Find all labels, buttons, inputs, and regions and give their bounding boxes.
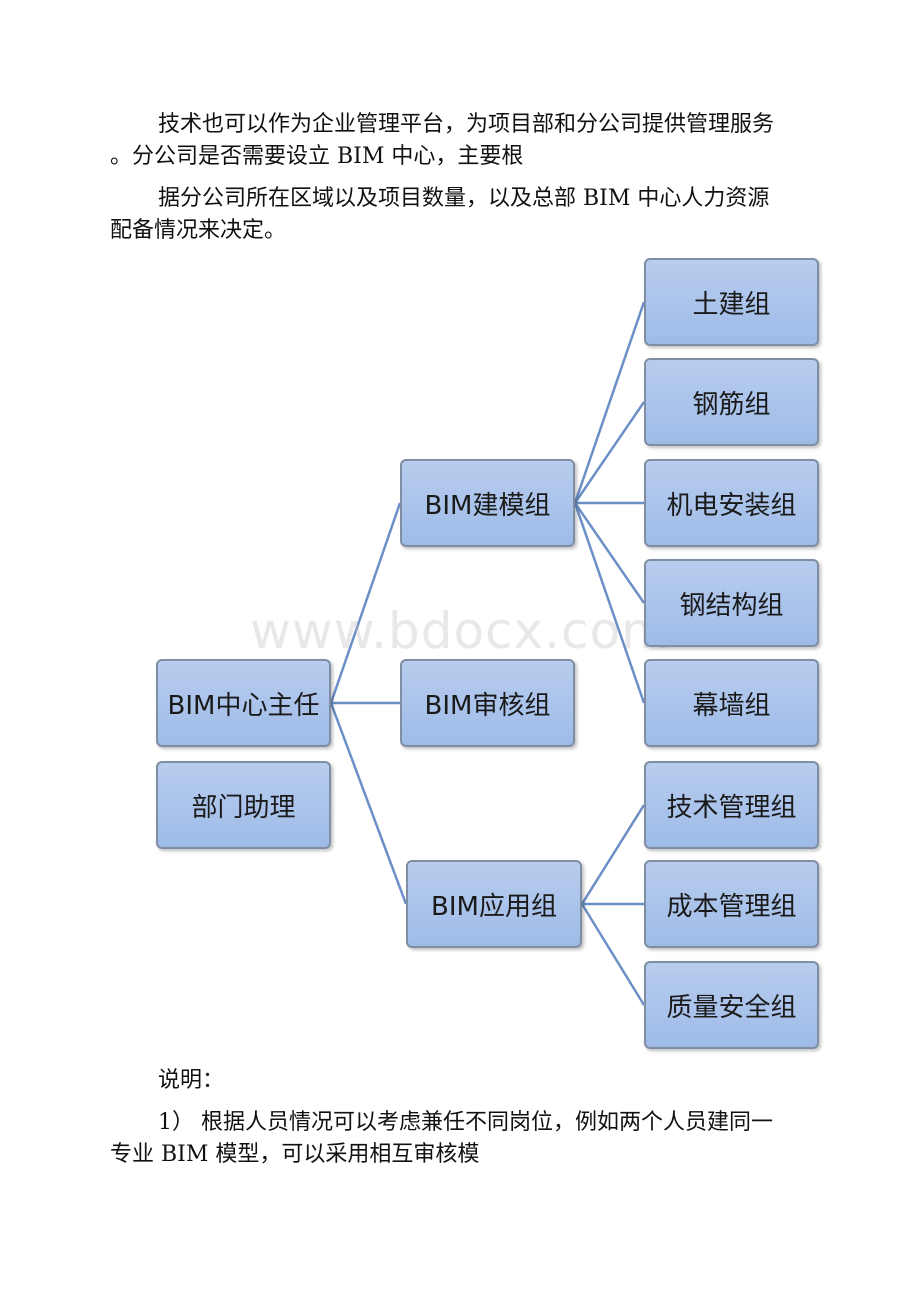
node-bim-application-group: BIM应用组 [406,860,582,948]
node-rebar-group: 钢筋组 [644,358,819,446]
connector-modeling-child-1 [573,301,646,504]
connector-modeling-child-4 [573,502,646,604]
note-label: 说明： [158,1068,225,1093]
paragraph-3-line-1: 1） 根据人员情况可以考虑兼任不同岗位，例如两个人员建同一 [158,1110,773,1135]
watermark: www.bdocx.com [250,602,671,660]
node-civil-group: 土建组 [644,258,819,346]
connector-application-child-3 [580,903,646,1006]
node-cost-management-group: 成本管理组 [644,860,819,948]
paragraph-1-line-1: 技术也可以作为企业管理平台，为项目部和分公司提供管理服务 [158,112,775,137]
node-quality-safety-group: 质量安全组 [644,961,819,1049]
paragraph-1-line-2: 。分公司是否需要设立 BIM 中心，主要根 [110,144,524,169]
connector-modeling-child-5 [573,502,646,704]
paragraph-3-line-2: 专业 BIM 模型，可以采用相互审核模 [110,1142,480,1167]
node-mep-group: 机电安装组 [644,459,819,547]
node-department-assistant: 部门助理 [156,761,331,849]
node-bim-review-group: BIM审核组 [400,659,575,747]
node-bim-center-director: BIM中心主任 [156,659,331,747]
connector-root-application [329,702,408,905]
connector-modeling-child-2 [573,401,646,504]
connector-application-child-1 [580,804,646,905]
node-tech-management-group: 技术管理组 [644,761,819,849]
paragraph-2-line-1: 据分公司所在区域以及项目数量，以及总部 BIM 中心人力资源 [158,186,770,211]
paragraph-2-line-2: 配备情况来决定。 [110,218,287,243]
connector-root-modeling [329,502,402,704]
node-steel-structure-group: 钢结构组 [644,559,819,647]
node-curtain-wall-group: 幕墙组 [644,659,819,747]
node-bim-modeling-group: BIM建模组 [400,459,575,547]
